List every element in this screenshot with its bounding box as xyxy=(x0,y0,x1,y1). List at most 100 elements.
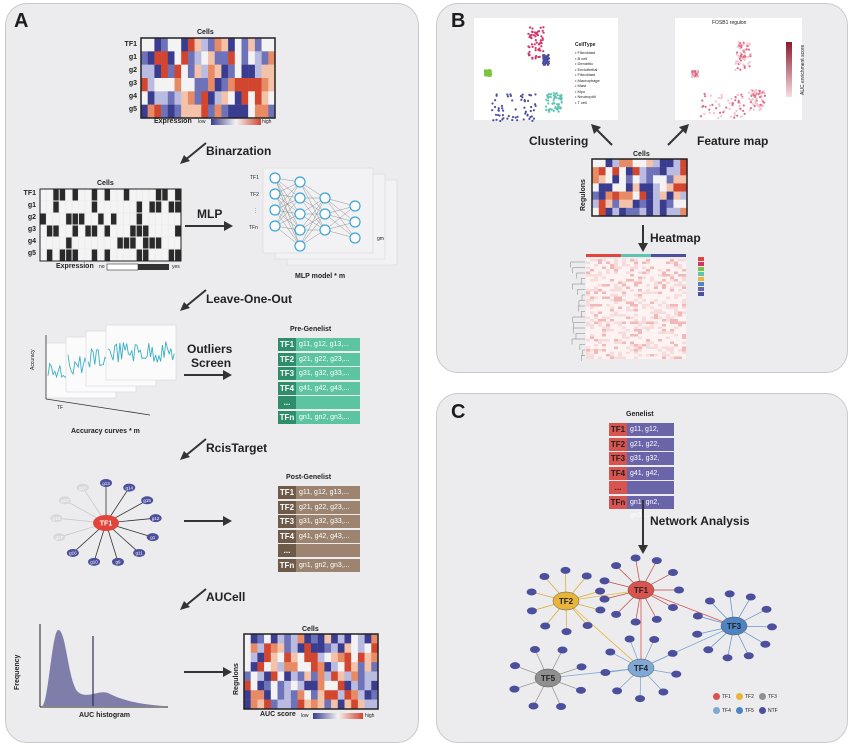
panel-c xyxy=(436,393,848,743)
heat-cell xyxy=(639,167,647,176)
clustered-cell xyxy=(598,346,602,349)
clustered-cell xyxy=(614,299,618,302)
clustered-cell xyxy=(598,356,602,359)
umap-point xyxy=(524,110,527,113)
heat-cell xyxy=(264,699,271,710)
clustered-cell xyxy=(674,299,678,302)
clustered-cell xyxy=(670,279,674,282)
clustered-cell xyxy=(610,349,614,352)
clustered-cell xyxy=(598,354,602,357)
accuracy-xlabel: TF xyxy=(57,405,64,411)
clustered-cell xyxy=(606,341,610,344)
mlp-edge xyxy=(299,197,326,231)
umap-point xyxy=(487,72,490,76)
clustered-cell xyxy=(682,294,686,297)
star-node xyxy=(100,479,112,487)
clustered-cell xyxy=(658,329,662,332)
heat-cell xyxy=(261,78,269,92)
mlp-neuron xyxy=(294,192,306,204)
heat-cell xyxy=(592,183,599,192)
genelist-row: ... xyxy=(278,396,360,409)
binary-cell xyxy=(98,213,104,225)
clustered-cell xyxy=(594,334,598,337)
clustered-cell xyxy=(622,301,626,304)
heat-cell xyxy=(364,643,372,653)
heat-cell xyxy=(592,175,599,184)
umap-point xyxy=(696,70,699,73)
umap-point xyxy=(748,65,751,68)
heat-cell xyxy=(264,652,271,663)
clustered-cell xyxy=(642,289,646,292)
heat-cell xyxy=(268,64,276,79)
target-gene-node xyxy=(599,595,610,603)
clustered-cell xyxy=(638,311,642,314)
clustered-cell xyxy=(594,271,598,274)
target-gene-node xyxy=(624,635,635,643)
clustered-cell xyxy=(654,354,658,357)
leave-one-out-step: Leave-One-Out xyxy=(206,292,293,306)
umap-point xyxy=(506,93,509,96)
clustered-cell xyxy=(638,264,642,267)
clustered-cell xyxy=(682,331,686,334)
clustered-cell xyxy=(670,351,674,354)
heat-cell xyxy=(357,690,365,700)
heat-cell xyxy=(344,652,352,663)
target-gene-node xyxy=(745,593,756,601)
umap-point xyxy=(747,48,751,51)
clustered-cell xyxy=(646,279,650,282)
clustered-cell xyxy=(610,311,614,314)
clustered-cell xyxy=(618,286,622,289)
heat-cell xyxy=(194,51,202,65)
heat-cell xyxy=(264,690,271,700)
clustered-cell xyxy=(666,351,670,354)
heat-cell xyxy=(254,78,262,92)
clustered-cell xyxy=(606,356,610,359)
clustered-cell xyxy=(662,324,666,327)
heat-cell xyxy=(208,78,215,92)
umap-point xyxy=(501,109,505,112)
target-gene-node xyxy=(510,662,521,670)
clustered-cell xyxy=(638,276,642,279)
umap-point xyxy=(749,98,752,102)
heat-cell xyxy=(632,167,640,176)
clustered-cell xyxy=(646,266,650,269)
heat-cell xyxy=(297,634,305,644)
umap-point xyxy=(520,98,523,101)
clustered-cell xyxy=(586,284,590,287)
clustered-cell xyxy=(630,294,634,297)
umap-point xyxy=(715,107,718,110)
heat-cell xyxy=(659,199,667,209)
clustered-cell xyxy=(670,281,674,284)
binary-cell xyxy=(104,237,110,249)
heat-cell xyxy=(250,680,258,691)
clustered-cell xyxy=(658,299,662,302)
clustered-cell xyxy=(654,346,658,349)
clustered-cell xyxy=(638,346,642,349)
target-gene-node xyxy=(635,695,646,703)
clustered-cell xyxy=(610,274,614,277)
clustered-cell xyxy=(642,284,646,287)
umap-point xyxy=(524,112,527,115)
clustered-cell xyxy=(590,311,594,314)
arrow-post xyxy=(184,516,232,526)
clustered-cell xyxy=(658,301,662,304)
clustered-cell xyxy=(630,334,634,337)
clustered-cell xyxy=(594,261,598,264)
clustered-cell xyxy=(662,306,666,309)
clustered-cell xyxy=(590,259,594,262)
clustered-cell xyxy=(610,324,614,327)
binary-cell xyxy=(78,201,85,213)
heat-cell xyxy=(337,680,345,691)
clustered-cell xyxy=(586,309,590,312)
clustered-cell xyxy=(638,356,642,359)
umap-point xyxy=(728,107,731,111)
clustered-cell xyxy=(594,349,598,352)
mlp-neuron xyxy=(319,192,331,204)
binary-cell xyxy=(72,225,78,237)
star-node-label: g20 xyxy=(79,485,87,490)
clustered-cell xyxy=(622,326,626,329)
clustered-cell xyxy=(630,331,634,334)
clustered-cell xyxy=(650,324,654,327)
